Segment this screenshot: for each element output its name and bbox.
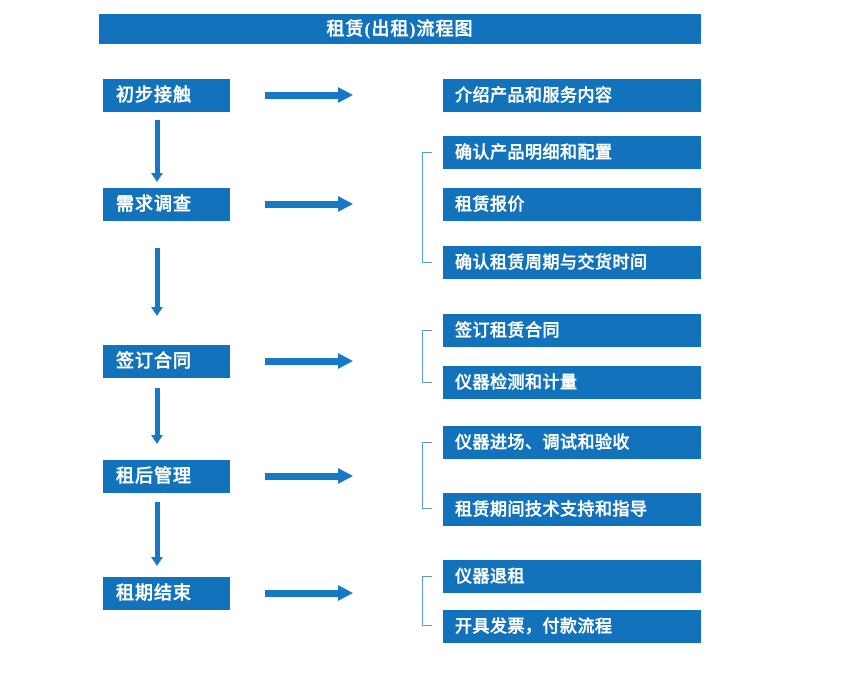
arrow-right-icon-5	[265, 585, 353, 602]
output-box-invoice-payment: 开具发票，付款流程	[443, 610, 701, 643]
bracket-group-post-rental	[422, 442, 432, 509]
output-box-tech-support: 租赁期间技术支持和指导	[443, 493, 701, 526]
arrow-down-icon-3	[151, 388, 164, 444]
output-box-confirm-details: 确认产品明细和配置	[443, 136, 701, 169]
arrow-right-icon-2	[265, 196, 353, 213]
flowchart-title: 租赁(出租)流程图	[99, 14, 701, 44]
stage-box-initial-contact: 初步接触	[103, 79, 230, 112]
arrow-right-icon-1	[265, 87, 353, 104]
stage-box-post-rental: 租后管理	[103, 460, 230, 493]
bracket-group-sign-contract	[422, 330, 432, 383]
stage-box-sign-contract: 签订合同	[103, 345, 230, 378]
stage-box-demand-survey: 需求调查	[103, 188, 230, 221]
bracket-group-demand-survey	[422, 152, 432, 263]
output-box-rental-quote: 租赁报价	[443, 188, 701, 221]
arrow-right-icon-3	[265, 353, 353, 370]
arrow-down-icon-4	[151, 502, 164, 566]
output-box-sign-rental-contract: 签订租赁合同	[443, 314, 701, 347]
output-box-instrument-return: 仪器退租	[443, 560, 701, 593]
output-box-instrument-testing: 仪器检测和计量	[443, 366, 701, 399]
bracket-group-rental-end	[422, 576, 432, 626]
output-box-instrument-setup: 仪器进场、调试和验收	[443, 426, 701, 459]
arrow-down-icon-2	[151, 248, 164, 316]
arrow-down-icon-1	[151, 120, 164, 182]
output-box-introduce-products: 介绍产品和服务内容	[443, 79, 701, 112]
output-box-confirm-period: 确认租赁周期与交货时间	[443, 246, 701, 279]
stage-box-rental-end: 租期结束	[103, 577, 230, 610]
arrow-right-icon-4	[265, 468, 353, 485]
